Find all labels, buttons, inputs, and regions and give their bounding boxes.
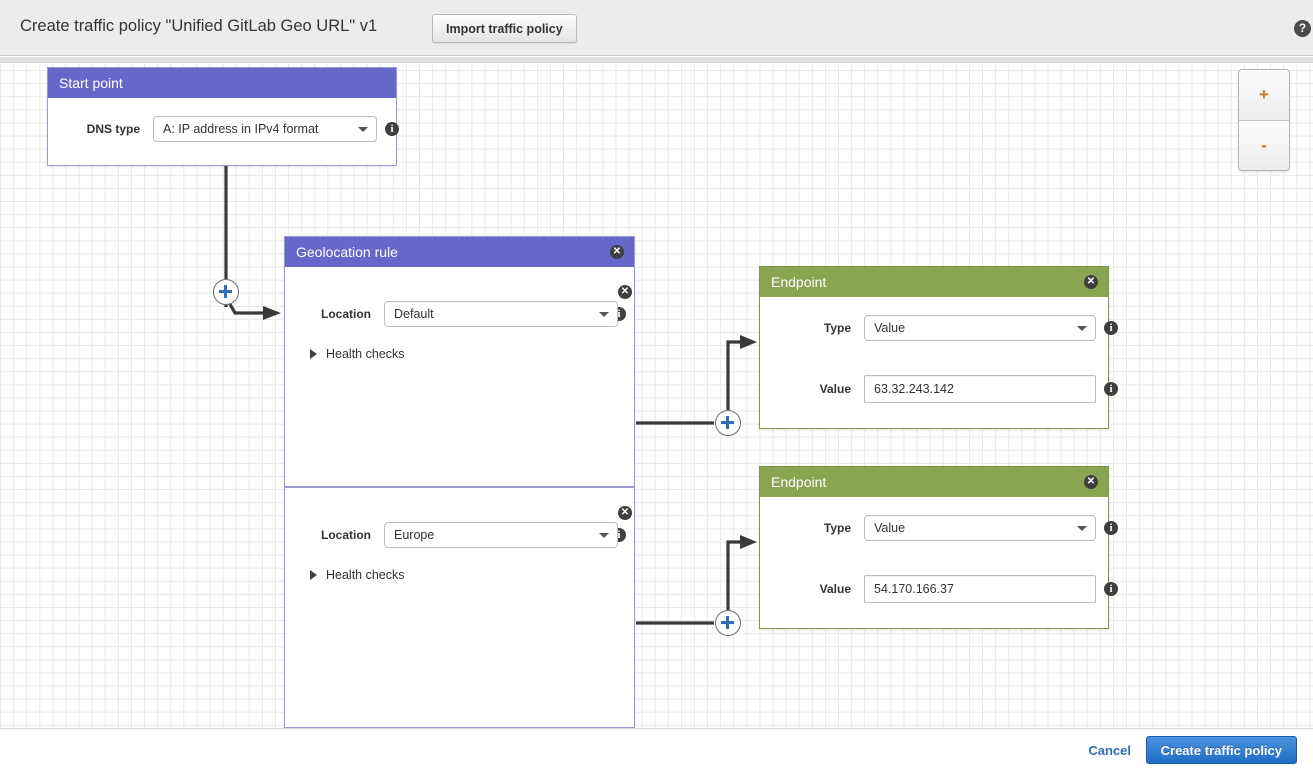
endpoint-type-row-2: Type Value i xyxy=(806,515,1118,541)
endpoint-value-input-1[interactable]: 63.32.243.142 xyxy=(864,375,1096,403)
endpoint-node-1[interactable]: Endpoint ✕ Type Value i Value 63.32.243.… xyxy=(759,266,1118,429)
geo-location-row-default: Location Default xyxy=(307,301,618,327)
add-geo-location-button[interactable]: Add another geo location xyxy=(285,727,634,728)
add-node-button-endpoint-1[interactable] xyxy=(715,410,741,436)
top-bar: Create traffic policy "Unified GitLab Ge… xyxy=(0,0,1313,56)
page-title: Create traffic policy "Unified GitLab Ge… xyxy=(20,17,378,35)
geo-location-block-default: ✕ i Location Default Health checks xyxy=(285,267,634,486)
dns-type-row: DNS type A: IP address in IPv4 format i xyxy=(70,116,399,142)
chevron-right-icon xyxy=(310,349,317,359)
start-point-node[interactable]: Start point DNS type A: IP address in IP… xyxy=(47,67,399,166)
policy-canvas[interactable]: Start point DNS type A: IP address in IP… xyxy=(0,57,1313,728)
health-checks-toggle-default[interactable]: Health checks xyxy=(310,347,405,361)
dns-type-info-icon[interactable]: i xyxy=(385,122,399,136)
endpoint-type-label-2: Type xyxy=(823,521,851,535)
health-checks-toggle-europe[interactable]: Health checks xyxy=(310,568,405,582)
health-checks-label: Health checks xyxy=(326,568,405,582)
health-checks-label: Health checks xyxy=(326,347,405,361)
start-point-title: Start point xyxy=(59,75,123,91)
endpoint-close-icon-1[interactable]: ✕ xyxy=(1084,275,1098,289)
geo-location-value: Default xyxy=(394,307,434,321)
zoom-out-button[interactable]: - xyxy=(1239,120,1289,170)
geo-location-select-default[interactable]: Default xyxy=(384,301,618,327)
endpoint-value-text-1: 63.32.243.142 xyxy=(874,382,954,396)
chevron-down-icon xyxy=(599,533,609,538)
zoom-controls[interactable]: + - xyxy=(1238,69,1290,171)
dns-type-label: DNS type xyxy=(86,122,140,136)
endpoint-type-info-icon-1[interactable]: i xyxy=(1104,321,1118,335)
start-point-header: Start point xyxy=(48,68,396,98)
endpoint-value-row-2: Value 54.170.166.37 i xyxy=(806,575,1118,603)
chevron-down-icon xyxy=(358,127,368,132)
zoom-in-button[interactable]: + xyxy=(1239,70,1289,120)
dns-type-value: A: IP address in IPv4 format xyxy=(163,122,319,136)
footer-bar: Cancel Create traffic policy xyxy=(0,728,1313,770)
add-node-button-endpoint-2[interactable] xyxy=(715,610,741,636)
endpoint-header-2: Endpoint ✕ xyxy=(760,467,1108,497)
start-point-body: DNS type A: IP address in IPv4 format i xyxy=(48,98,399,165)
geo-location-block-europe: ✕ i Location Europe Health checks xyxy=(285,488,634,686)
add-node-button-start[interactable] xyxy=(213,279,239,305)
endpoint-type-info-icon-2[interactable]: i xyxy=(1104,521,1118,535)
geolocation-rule-node[interactable]: Geolocation rule ✕ ✕ i Location Default … xyxy=(284,236,635,728)
endpoint-header-1: Endpoint ✕ xyxy=(760,267,1108,297)
geolocation-rule-header: Geolocation rule ✕ xyxy=(285,237,634,267)
geolocation-rule-close-icon[interactable]: ✕ xyxy=(610,245,624,259)
arrowhead-to-endpoint-1 xyxy=(740,335,757,349)
arrowhead-to-endpoint-2 xyxy=(740,535,757,549)
endpoint-value-label-1: Value xyxy=(819,382,851,396)
endpoint-title-2: Endpoint xyxy=(771,474,827,490)
endpoint-value-info-icon-1[interactable]: i xyxy=(1104,382,1118,396)
chevron-down-icon xyxy=(1077,326,1087,331)
endpoint-type-label-1: Type xyxy=(823,321,851,335)
endpoint-type-select-2[interactable]: Value xyxy=(864,515,1096,541)
geo-location-remove-icon[interactable]: ✕ xyxy=(618,506,632,520)
endpoint-title-1: Endpoint xyxy=(771,274,827,290)
endpoint-value-info-icon-2[interactable]: i xyxy=(1104,582,1118,596)
endpoint-body-1: Type Value i Value 63.32.243.142 i xyxy=(760,297,1118,428)
endpoint-body-2: Type Value i Value 54.170.166.37 i xyxy=(760,497,1118,628)
geo-location-select-europe[interactable]: Europe xyxy=(384,522,618,548)
endpoint-type-row-1: Type Value i xyxy=(806,315,1118,341)
help-icon[interactable]: ? xyxy=(1294,20,1311,37)
endpoint-type-value-2: Value xyxy=(874,521,906,535)
geo-location-row-europe: Location Europe xyxy=(307,522,618,548)
import-traffic-policy-button[interactable]: Import traffic policy xyxy=(432,14,577,43)
endpoint-type-value-1: Value xyxy=(874,321,906,335)
arrowhead-to-rule xyxy=(263,306,281,320)
endpoint-value-text-2: 54.170.166.37 xyxy=(874,582,954,596)
endpoint-node-2[interactable]: Endpoint ✕ Type Value i Value 54.170.166… xyxy=(759,466,1118,629)
endpoint-value-input-2[interactable]: 54.170.166.37 xyxy=(864,575,1096,603)
endpoint-value-row-1: Value 63.32.243.142 i xyxy=(806,375,1118,403)
geolocation-rule-body: ✕ i Location Default Health checks ✕ xyxy=(285,267,634,728)
geo-location-label: Location xyxy=(321,528,371,542)
endpoint-value-label-2: Value xyxy=(819,582,851,596)
connector-wires xyxy=(224,165,757,625)
geo-location-divider xyxy=(285,486,634,488)
chevron-down-icon xyxy=(599,312,609,317)
endpoint-close-icon-2[interactable]: ✕ xyxy=(1084,475,1098,489)
dns-type-select[interactable]: A: IP address in IPv4 format xyxy=(153,116,377,142)
geo-location-value: Europe xyxy=(394,528,435,542)
geolocation-rule-title: Geolocation rule xyxy=(296,244,398,260)
endpoint-type-select-1[interactable]: Value xyxy=(864,315,1096,341)
cancel-button[interactable]: Cancel xyxy=(1088,743,1131,758)
geo-location-label: Location xyxy=(321,307,371,321)
create-traffic-policy-button[interactable]: Create traffic policy xyxy=(1145,736,1297,764)
canvas-scrollbar[interactable] xyxy=(0,57,1313,63)
chevron-right-icon xyxy=(310,570,317,580)
geo-location-remove-icon[interactable]: ✕ xyxy=(618,285,632,299)
chevron-down-icon xyxy=(1077,526,1087,531)
